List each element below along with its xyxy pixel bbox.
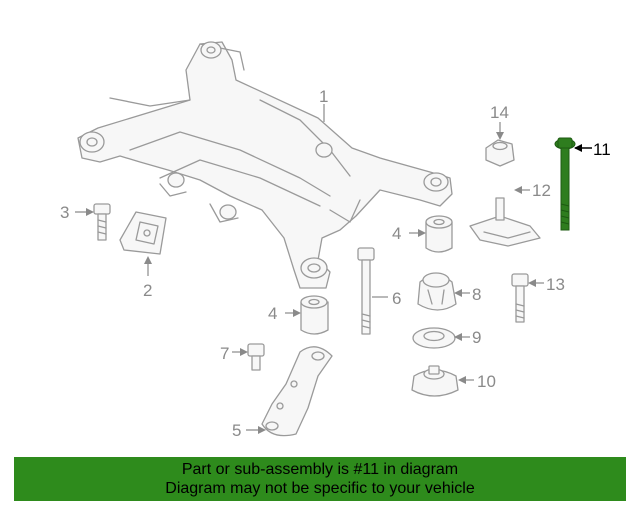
callout-6: 6 xyxy=(392,289,401,308)
long-bolt-part-6[interactable] xyxy=(357,247,375,335)
callout-14: 14 xyxy=(490,103,509,122)
nut-part-14[interactable] xyxy=(485,139,515,167)
banner-line-2: Diagram may not be specific to your vehi… xyxy=(165,480,475,497)
callout-5: 5 xyxy=(232,421,241,440)
mount-part-10[interactable] xyxy=(411,365,459,397)
bolt-part-11-highlighted[interactable] xyxy=(554,137,576,231)
callout-4-upper: 4 xyxy=(392,224,401,243)
callout-10: 10 xyxy=(477,372,496,391)
callout-13: 13 xyxy=(546,275,565,294)
banner-line-1: Part or sub-assembly is #11 in diagram xyxy=(181,461,459,478)
bracket-part-2[interactable] xyxy=(119,211,167,255)
short-bolt-part-7[interactable] xyxy=(247,343,265,371)
callout-12: 12 xyxy=(532,181,551,200)
callout-4-lower: 4 xyxy=(268,304,277,323)
washer-part-9[interactable] xyxy=(412,327,456,349)
subframe-part-1[interactable] xyxy=(77,41,453,289)
callout-3: 3 xyxy=(60,203,69,222)
callout-8: 8 xyxy=(472,285,481,304)
callout-11: 11 xyxy=(593,140,611,159)
callout-7: 7 xyxy=(220,344,229,363)
callout-2: 2 xyxy=(143,281,152,300)
callout-9: 9 xyxy=(472,328,481,347)
bolt-part-3[interactable] xyxy=(93,203,111,241)
link-arm-part-5[interactable] xyxy=(261,346,333,437)
callout-1: 1 xyxy=(319,87,328,106)
mount-part-8[interactable] xyxy=(417,272,457,311)
parts-diagram: 1 2 3 4 4 5 xyxy=(60,41,611,440)
info-banner: Part or sub-assembly is #11 in diagram D… xyxy=(14,457,626,501)
stud-bracket-part-12[interactable] xyxy=(469,197,541,247)
bushing-part-4-lower[interactable] xyxy=(300,295,329,335)
bolt-part-13[interactable] xyxy=(511,273,529,323)
bushing-part-4-upper[interactable] xyxy=(425,215,453,253)
